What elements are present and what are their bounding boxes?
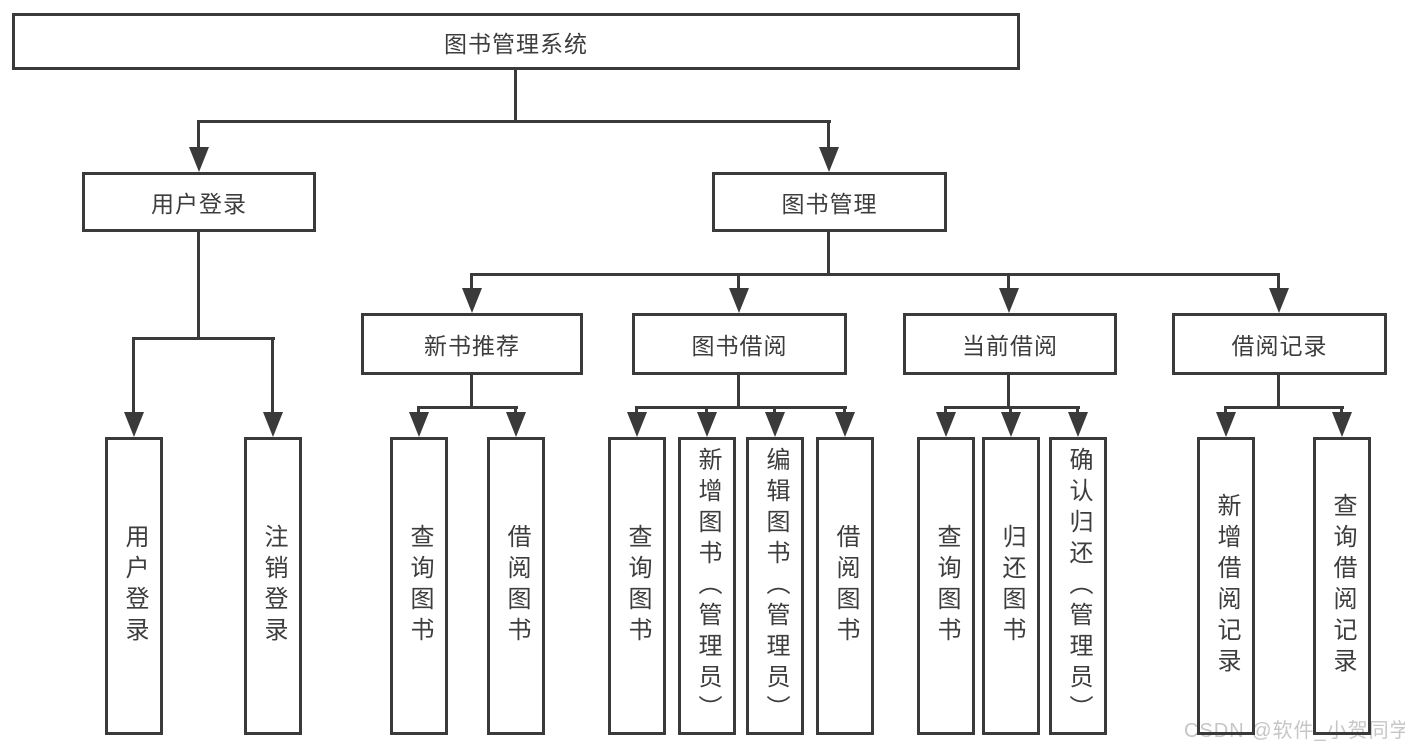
leaf-nbr-borrow-book: 借阅图书 — [487, 437, 545, 735]
node-book-management-label: 图书管理 — [781, 191, 878, 217]
leaf-cb-confirm-return-label: 确认归还（管理员） — [1065, 446, 1092, 726]
connector-vline — [1277, 375, 1280, 409]
arrowhead-down-icon — [819, 147, 839, 172]
arrowhead-down-icon — [1001, 412, 1021, 437]
connector-vline — [197, 120, 200, 150]
connector-vline — [827, 232, 830, 276]
arrowhead-down-icon — [936, 412, 956, 437]
arrowhead-down-icon — [124, 412, 144, 437]
connector-vline — [1224, 406, 1227, 415]
leaf-br-query-record: 查询借阅记录 — [1313, 437, 1371, 735]
connector-hline — [197, 120, 831, 123]
leaf-bb-borrow-book-label: 借阅图书 — [832, 524, 859, 648]
connector-hline — [470, 273, 1280, 276]
connector-vline — [635, 406, 638, 415]
node-book-borrowing: 图书借阅 — [632, 313, 847, 375]
arrowhead-down-icon — [189, 147, 209, 172]
arrowhead-down-icon — [263, 412, 283, 437]
leaf-bb-query-book: 查询图书 — [608, 437, 666, 735]
leaf-user-login-label: 用户登录 — [121, 524, 148, 648]
connector-vline — [514, 406, 517, 415]
node-current-borrowing-label: 当前借阅 — [962, 333, 1058, 359]
connector-vline — [705, 406, 708, 415]
leaf-cb-return-book-label: 归还图书 — [998, 524, 1025, 648]
leaf-br-add-record: 新增借阅记录 — [1197, 437, 1255, 735]
connector-vline — [1007, 273, 1010, 291]
arrowhead-down-icon — [835, 412, 855, 437]
arrowhead-down-icon — [409, 412, 429, 437]
node-book-borrowing-label: 图书借阅 — [691, 333, 788, 359]
connector-vline — [773, 406, 776, 415]
leaf-bb-query-book-label: 查询图书 — [624, 524, 651, 648]
connector-vline — [1340, 406, 1343, 415]
csdn-watermark: CSDN @软件_小贺同学 — [1184, 720, 1405, 742]
connector-hline — [1224, 406, 1344, 409]
leaf-logout-label: 注销登录 — [260, 524, 287, 648]
arrowhead-down-icon — [1269, 288, 1289, 313]
connector-vline — [514, 70, 517, 123]
leaf-logout: 注销登录 — [244, 437, 302, 735]
connector-hline — [132, 337, 275, 340]
leaf-bb-add-book-label: 新增图书（管理员） — [694, 446, 721, 726]
arrowhead-down-icon — [627, 412, 647, 437]
leaf-cb-query-book-label: 查询图书 — [933, 524, 960, 648]
leaf-cb-query-book: 查询图书 — [917, 437, 975, 735]
arrowhead-down-icon — [1068, 412, 1088, 437]
leaf-bb-add-book: 新增图书（管理员） — [678, 437, 736, 735]
connector-vline — [827, 120, 830, 150]
connector-hline — [635, 406, 847, 409]
node-borrowing-records-label: 借阅记录 — [1231, 333, 1328, 359]
connector-vline — [1277, 273, 1280, 291]
connector-vline — [132, 337, 135, 414]
arrowhead-down-icon — [697, 412, 717, 437]
leaf-bb-edit-book-label: 编辑图书（管理员） — [762, 446, 789, 726]
arrowhead-down-icon — [1332, 412, 1352, 437]
connector-vline — [737, 375, 740, 409]
node-current-borrowing: 当前借阅 — [903, 313, 1117, 375]
leaf-bb-borrow-book: 借阅图书 — [816, 437, 874, 735]
arrowhead-down-icon — [1216, 412, 1236, 437]
arrowhead-down-icon — [506, 412, 526, 437]
connector-vline — [470, 375, 473, 409]
connector-hline — [417, 406, 518, 409]
leaf-br-add-record-label: 新增借阅记录 — [1213, 493, 1240, 679]
arrowhead-down-icon — [729, 288, 749, 313]
leaf-nbr-query-book: 查询图书 — [390, 437, 448, 735]
connector-vline — [271, 337, 274, 414]
connector-vline — [737, 273, 740, 291]
connector-vline — [197, 232, 200, 340]
node-user-login: 用户登录 — [82, 172, 316, 232]
connector-vline — [470, 273, 473, 291]
node-user-login-label: 用户登录 — [151, 191, 247, 217]
connector-vline — [1009, 406, 1012, 415]
connector-vline — [1007, 375, 1010, 409]
connector-vline — [1076, 406, 1079, 415]
leaf-nbr-query-book-label: 查询图书 — [406, 524, 433, 648]
leaf-cb-return-book: 归还图书 — [982, 437, 1040, 735]
node-root-label: 图书管理系统 — [444, 30, 588, 57]
node-borrowing-records: 借阅记录 — [1172, 313, 1387, 375]
leaf-br-query-record-label: 查询借阅记录 — [1329, 493, 1356, 679]
connector-vline — [843, 406, 846, 415]
connector-hline — [944, 406, 1080, 409]
connector-vline — [417, 406, 420, 415]
arrowhead-down-icon — [999, 288, 1019, 313]
arrowhead-down-icon — [765, 412, 785, 437]
leaf-cb-confirm-return: 确认归还（管理员） — [1049, 437, 1107, 735]
leaf-user-login: 用户登录 — [105, 437, 163, 735]
leaf-bb-edit-book: 编辑图书（管理员） — [746, 437, 804, 735]
arrowhead-down-icon — [462, 288, 482, 313]
node-new-book-recommend-label: 新书推荐 — [424, 333, 520, 359]
node-root: 图书管理系统 — [12, 13, 1020, 70]
node-new-book-recommend: 新书推荐 — [361, 313, 583, 375]
connector-vline — [944, 406, 947, 415]
node-book-management: 图书管理 — [712, 172, 947, 232]
leaf-nbr-borrow-book-label: 借阅图书 — [503, 524, 530, 648]
